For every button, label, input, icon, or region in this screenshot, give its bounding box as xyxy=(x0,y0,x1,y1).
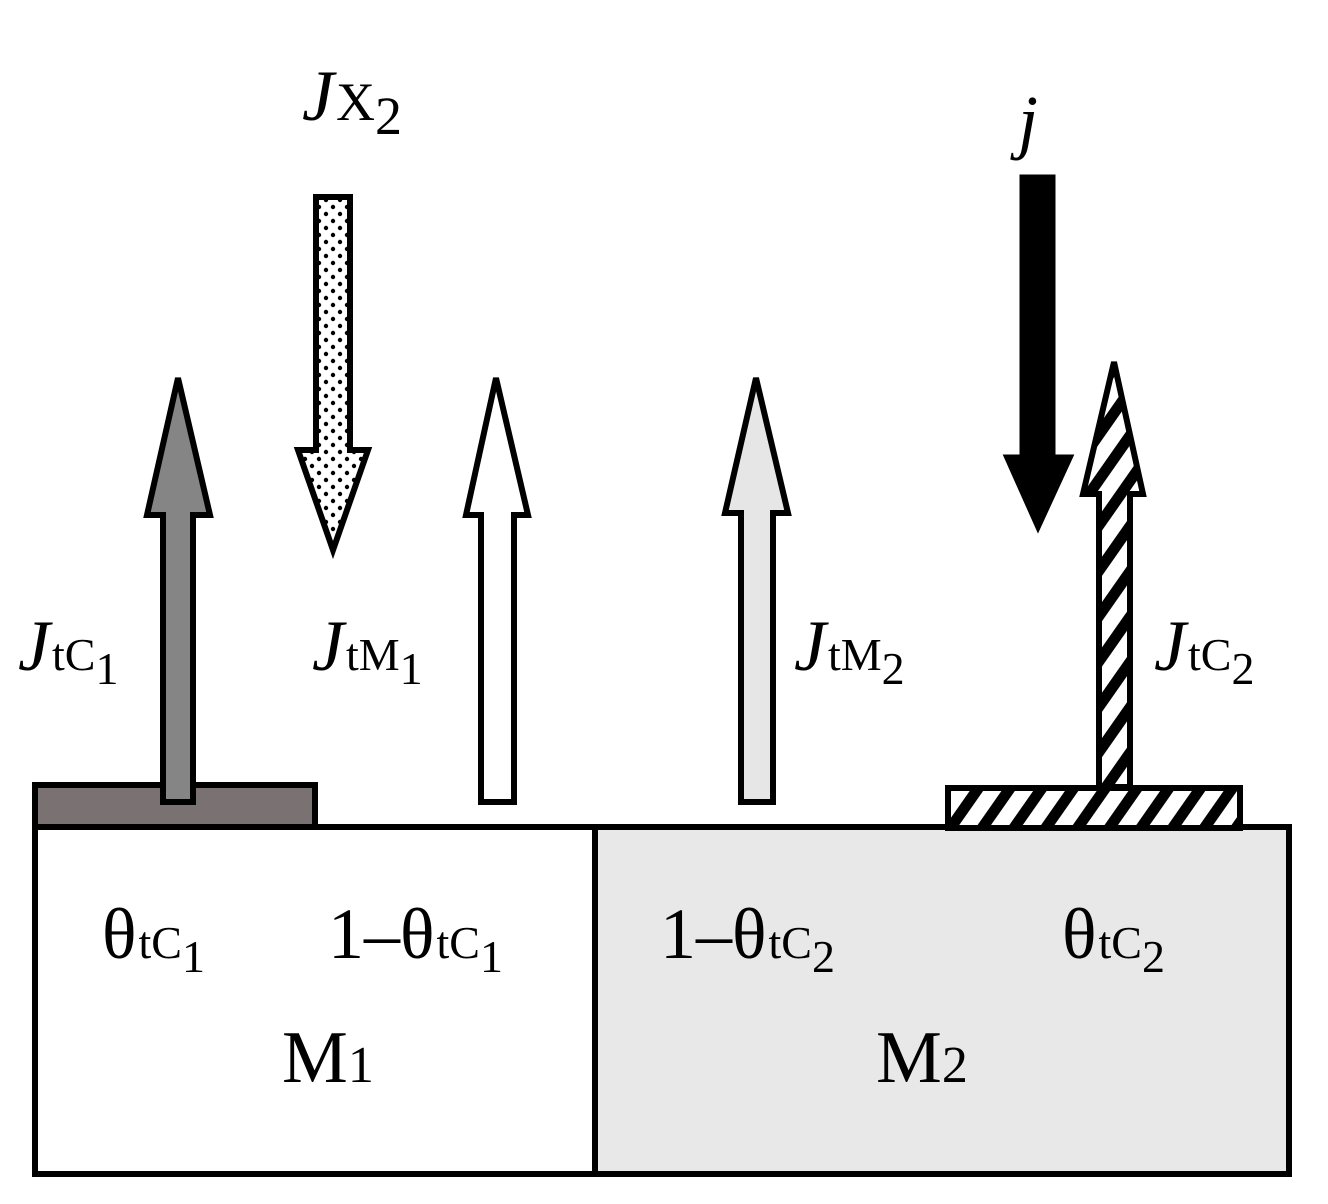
flux-label-tc1: JtC1 xyxy=(18,606,118,694)
coverage-label-m1-right: 1–θtC1 xyxy=(328,894,503,982)
coverage-label-m2-right: θtC2 xyxy=(1062,894,1165,982)
flux-arrow-tm2 xyxy=(721,377,792,805)
flux-label-x2: JX2 xyxy=(302,56,402,146)
coverage-label-m1-left: θtC1 xyxy=(102,894,205,982)
flux-label-tm2: JtM2 xyxy=(794,606,905,694)
flux-arrow-tc1 xyxy=(143,377,214,805)
flux-arrow-tc2 xyxy=(1079,361,1147,790)
flux-arrow-x2 xyxy=(293,194,373,560)
metal-label-m2: M2 xyxy=(876,1017,968,1099)
flux-arrow-tm1 xyxy=(462,377,532,805)
flux-label-tm1: JtM1 xyxy=(312,606,423,694)
c2-adsorbate-patch xyxy=(945,785,1243,831)
metal-m1-block xyxy=(32,824,598,1177)
flux-arrow-j xyxy=(1002,174,1075,534)
flux-label-j: j xyxy=(1010,81,1038,161)
metal-label-m1: M1 xyxy=(282,1017,374,1099)
flux-label-tc2: JtC2 xyxy=(1154,606,1254,694)
coverage-label-m2-left: 1–θtC2 xyxy=(660,894,835,982)
metal-m2-block xyxy=(592,824,1292,1177)
